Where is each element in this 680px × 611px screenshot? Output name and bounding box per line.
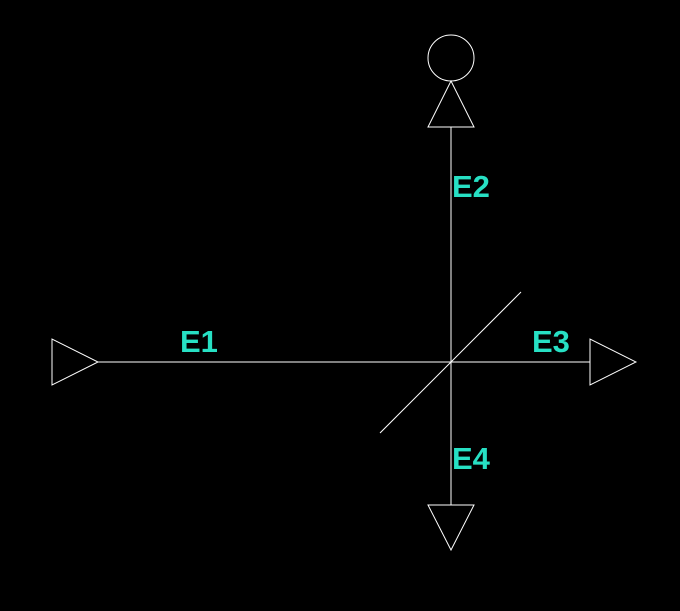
top-arrowhead-icon [427, 79, 475, 128]
top-circle-icon [427, 34, 475, 82]
diagonal-line [379, 291, 522, 434]
label-e2: E2 [452, 169, 490, 204]
label-e1: E1 [180, 324, 218, 359]
right-arrowhead-icon [589, 338, 638, 386]
left-arrowhead-icon [51, 338, 100, 386]
label-e4: E4 [452, 441, 491, 476]
bottom-arrowhead-icon [427, 504, 475, 552]
label-e3: E3 [532, 324, 570, 359]
